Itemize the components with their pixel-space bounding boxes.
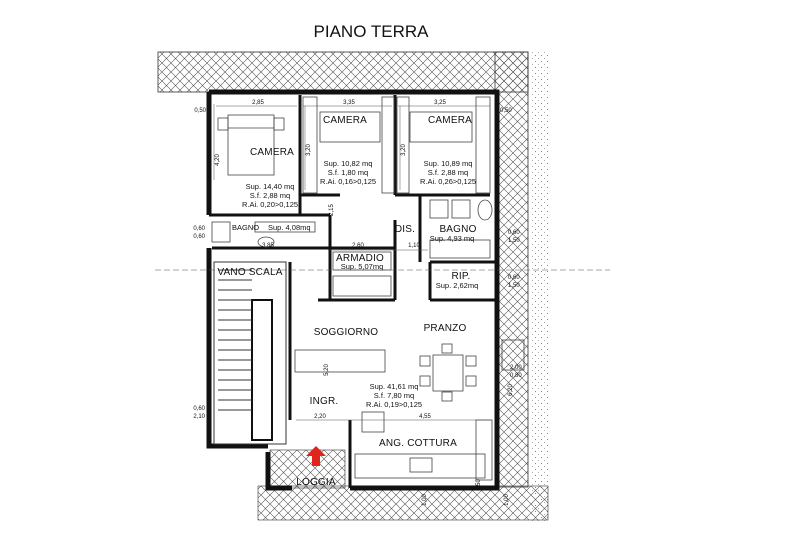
camera-1-sf: S.f. 2,88 mq	[250, 191, 290, 200]
dim-right-rip-a: 0,60	[508, 275, 520, 281]
armadio-sup: Sup. 5,07mq	[341, 262, 384, 271]
entrance-arrow-icon	[306, 446, 326, 466]
living-rai: R.Ai. 0,19>0,125	[366, 400, 422, 409]
dim-top-2: 3,35	[343, 100, 355, 106]
bagno-1-sup: Sup. 4,08mq	[268, 223, 311, 232]
stairwell	[213, 261, 287, 445]
dim-mid-w2: 1,10	[408, 243, 420, 249]
camera-3-sup: Sup. 10,89 mq	[424, 159, 473, 168]
dim-left-top: 0,50	[194, 108, 206, 114]
dim-top-3: 3,25	[434, 100, 446, 106]
camera-2-sf: S.f. 1,80 mq	[328, 168, 368, 177]
dimension-lines	[155, 104, 610, 421]
camera-2-sup: Sup. 10,82 mq	[324, 159, 373, 168]
interior-walls	[209, 95, 495, 488]
room-rip: RIP.	[452, 271, 471, 282]
rip-sup: Sup. 2,62mq	[436, 281, 479, 290]
dim-cam3-h: 3,20	[401, 144, 407, 156]
room-ang-cottura: ANG. COTTURA	[379, 438, 457, 449]
dim-top-1: 2,85	[252, 100, 264, 106]
dim-right-mid-a: 0,60	[508, 230, 520, 236]
dim-right-top: 0,50	[500, 108, 512, 114]
dim-bottom-w2: 4,55	[419, 414, 431, 420]
dim-sogg-h: 5,20	[324, 364, 330, 376]
room-labels: CAMERA Sup. 14,40 mq S.f. 2,88 mq R.Ai. …	[217, 115, 478, 488]
room-armadio: ARMADIO	[336, 253, 384, 264]
dim-cam1-h: 4,20	[215, 154, 221, 166]
dim-bagno1-w: 3,85	[262, 243, 274, 249]
dim-left-low-a: 0,60	[193, 406, 205, 412]
room-camera-1: CAMERA	[250, 147, 294, 158]
room-vanoscala: VANO SCALA	[217, 267, 282, 278]
room-camera-3: CAMERA	[428, 115, 472, 126]
bagno-2-sup: Sup. 4,93 mq	[430, 234, 475, 243]
camera-3-rai: R.Ai. 0,26>0,125	[420, 177, 476, 186]
dim-cam2-h: 3,20	[306, 144, 312, 156]
dim-bottom-b: 1,00	[422, 494, 428, 506]
page-title: PIANO TERRA	[314, 22, 430, 41]
exterior-walls	[206, 89, 500, 491]
dim-right-low-a: 2,00	[510, 365, 522, 371]
dim-bottom-w1: 2,20	[314, 414, 326, 420]
dim-pranzo-h: 6,20	[508, 384, 514, 396]
room-camera-2: CAMERA	[323, 115, 367, 126]
dimension-labels: 2,85 3,35 3,25 0,50 0,50 4,20 3,20 3,20 …	[193, 100, 522, 506]
dim-left-mid-a: 0,60	[193, 226, 205, 232]
dim-right-low-b: 0,80	[510, 373, 522, 379]
living-sup: Sup. 41,61 mq	[370, 382, 419, 391]
room-loggia: LOGGIA	[296, 477, 336, 488]
camera-2-rai: R.Ai. 0,16>0,125	[320, 177, 376, 186]
room-soggiorno: SOGGIORNO	[314, 327, 379, 338]
dim-mid-w: 2,60	[352, 243, 364, 249]
living-sf: S.f. 7,80 mq	[374, 391, 414, 400]
room-pranzo: PRANZO	[424, 323, 467, 334]
room-ingr: INGR.	[310, 396, 339, 407]
camera-3-sf: S.f. 2,88 mq	[428, 168, 468, 177]
camera-1-rai: R.Ai. 0,20>0,125	[242, 200, 298, 209]
dim-bottom-c: 1,00	[504, 494, 510, 506]
dim-right-mid-b: 1,50	[508, 238, 520, 244]
room-dis: DIS.	[395, 224, 415, 235]
dim-right-rip-b: 1,50	[508, 283, 520, 289]
room-bagno-2: BAGNO	[439, 224, 476, 235]
dim-bottom-a: 0,50	[476, 479, 482, 491]
dim-dis-h: 2,15	[329, 204, 335, 216]
terrace-hatch	[157, 51, 550, 522]
furniture	[211, 96, 525, 481]
camera-1-sup: Sup. 14,40 mq	[246, 182, 295, 191]
dim-left-mid-b: 0,60	[193, 234, 205, 240]
dim-left-low-b: 2,10	[193, 414, 205, 420]
room-bagno-1: BAGNO	[232, 223, 259, 232]
